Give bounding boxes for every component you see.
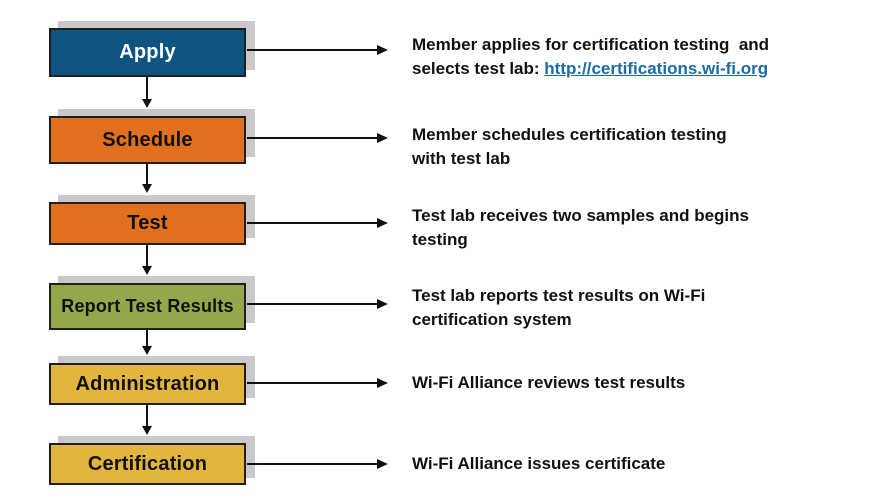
step-box-label: Test — [127, 212, 168, 234]
step-box-label: Report Test Results — [61, 296, 234, 316]
step-box-label: Administration — [75, 372, 220, 395]
step-box-label: Apply — [119, 41, 176, 63]
step-box-certification: Certification — [49, 443, 246, 485]
arrow-right-icon — [247, 378, 388, 388]
step-description-report: Test lab reports test results on Wi-Fi c… — [412, 284, 867, 332]
description-line: Wi-Fi Alliance reviews test results — [412, 373, 686, 392]
arrow-down-icon — [142, 405, 152, 435]
description-line: with test lab — [412, 149, 511, 168]
step-box-label: Schedule — [102, 128, 193, 151]
description-line: Test lab receives two samples and begins — [412, 206, 749, 225]
description-line: Wi-Fi Alliance issues certificate — [412, 454, 666, 473]
description-line: Member applies for certification testing… — [412, 35, 770, 54]
arrow-down-icon — [142, 77, 152, 108]
arrow-right-icon — [247, 459, 388, 469]
arrow-right-icon — [247, 218, 388, 228]
arrow-right-icon — [247, 299, 388, 309]
step-box-label: Certification — [87, 452, 208, 475]
step-description-apply: Member applies for certification testing… — [412, 33, 867, 81]
step-box-schedule: Schedule — [49, 116, 246, 164]
step-description-test: Test lab receives two samples and begins… — [412, 204, 867, 252]
step-description-administration: Wi-Fi Alliance reviews test results — [412, 371, 867, 395]
description-line: certification system — [412, 310, 572, 329]
step-description-certification: Wi-Fi Alliance issues certificate — [412, 452, 867, 476]
step-box-apply: Apply — [49, 28, 246, 77]
description-line: Test lab reports test results on Wi-Fi — [412, 286, 706, 305]
certifications-link[interactable]: http://certifications.wi-fi.org — [544, 59, 769, 78]
arrow-right-icon — [247, 45, 388, 55]
arrow-right-icon — [247, 133, 388, 143]
arrow-down-icon — [142, 245, 152, 275]
arrow-down-icon — [142, 330, 152, 355]
step-box-test: Test — [49, 202, 246, 245]
description-line: Member schedules certification testing — [412, 125, 727, 144]
step-box-administration: Administration — [49, 363, 246, 405]
description-text: selects test lab: — [412, 59, 545, 78]
description-line: selects test lab: http://certifications.… — [412, 57, 867, 81]
description-line: testing — [412, 230, 468, 249]
step-description-schedule: Member schedules certification testing w… — [412, 123, 867, 171]
step-box-report-test-results: Report Test Results — [49, 283, 246, 330]
arrow-down-icon — [142, 164, 152, 193]
